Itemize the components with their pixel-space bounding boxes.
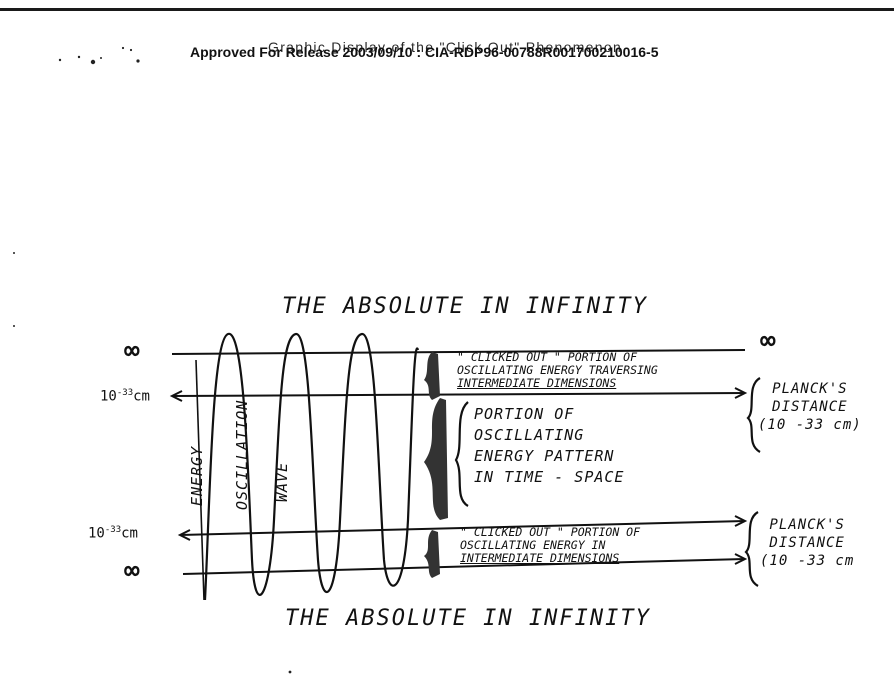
wave-label-wave: WAVE — [273, 461, 291, 502]
clicked-out-text-bottom: " CLICKED OUT " PORTION OF OSCILLATING E… — [460, 525, 641, 565]
infinity-line-bottom — [182, 558, 746, 575]
planck-braces — [454, 377, 761, 587]
page-title: Graphic Display of the "Click Out" Pheno… — [268, 39, 623, 55]
planck-distance-label-bottom: PLANCK'S DISTANCE (10 -33 cm — [760, 517, 855, 569]
infinity-symbol-top-left: ∞ — [124, 336, 140, 366]
approval-stamp: Approved For Release 2003/09/10 : CIA-RD… — [190, 44, 659, 60]
title-bottom: THE ABSOLUTE IN INFINITY — [285, 606, 651, 631]
arrowheads — [169, 387, 748, 565]
infinity-line-top — [171, 349, 746, 355]
planck-distance-label-top: PLANCK'S DISTANCE (10 -33 cm) — [758, 381, 862, 433]
dimension-lines — [171, 349, 746, 575]
shaded-braces — [424, 352, 448, 578]
wave-left-edge — [195, 359, 205, 601]
clicked-out-text-top: " CLICKED OUT " PORTION OF OSCILLATING E… — [457, 350, 658, 390]
planck-power-label-top: 10-33cm — [100, 388, 150, 405]
infinity-symbol-bottom-left: ∞ — [124, 556, 140, 586]
infinity-symbol-top-right: ∞ — [760, 326, 776, 356]
oscillation-wave — [203, 332, 420, 601]
planck-power-label-bottom: 10-33cm — [88, 525, 138, 542]
planck-line-top — [171, 392, 746, 397]
wave-label-energy: ENERGY — [188, 445, 206, 506]
wave-label-oscillation: OSCILLATION — [233, 399, 251, 510]
title-top: THE ABSOLUTE IN INFINITY — [282, 294, 648, 319]
time-space-portion-text: PORTION OF OSCILLATING ENERGY PATTERN IN… — [474, 405, 625, 486]
top-border-rule — [0, 8, 894, 11]
scan-specks — [13, 46, 292, 674]
